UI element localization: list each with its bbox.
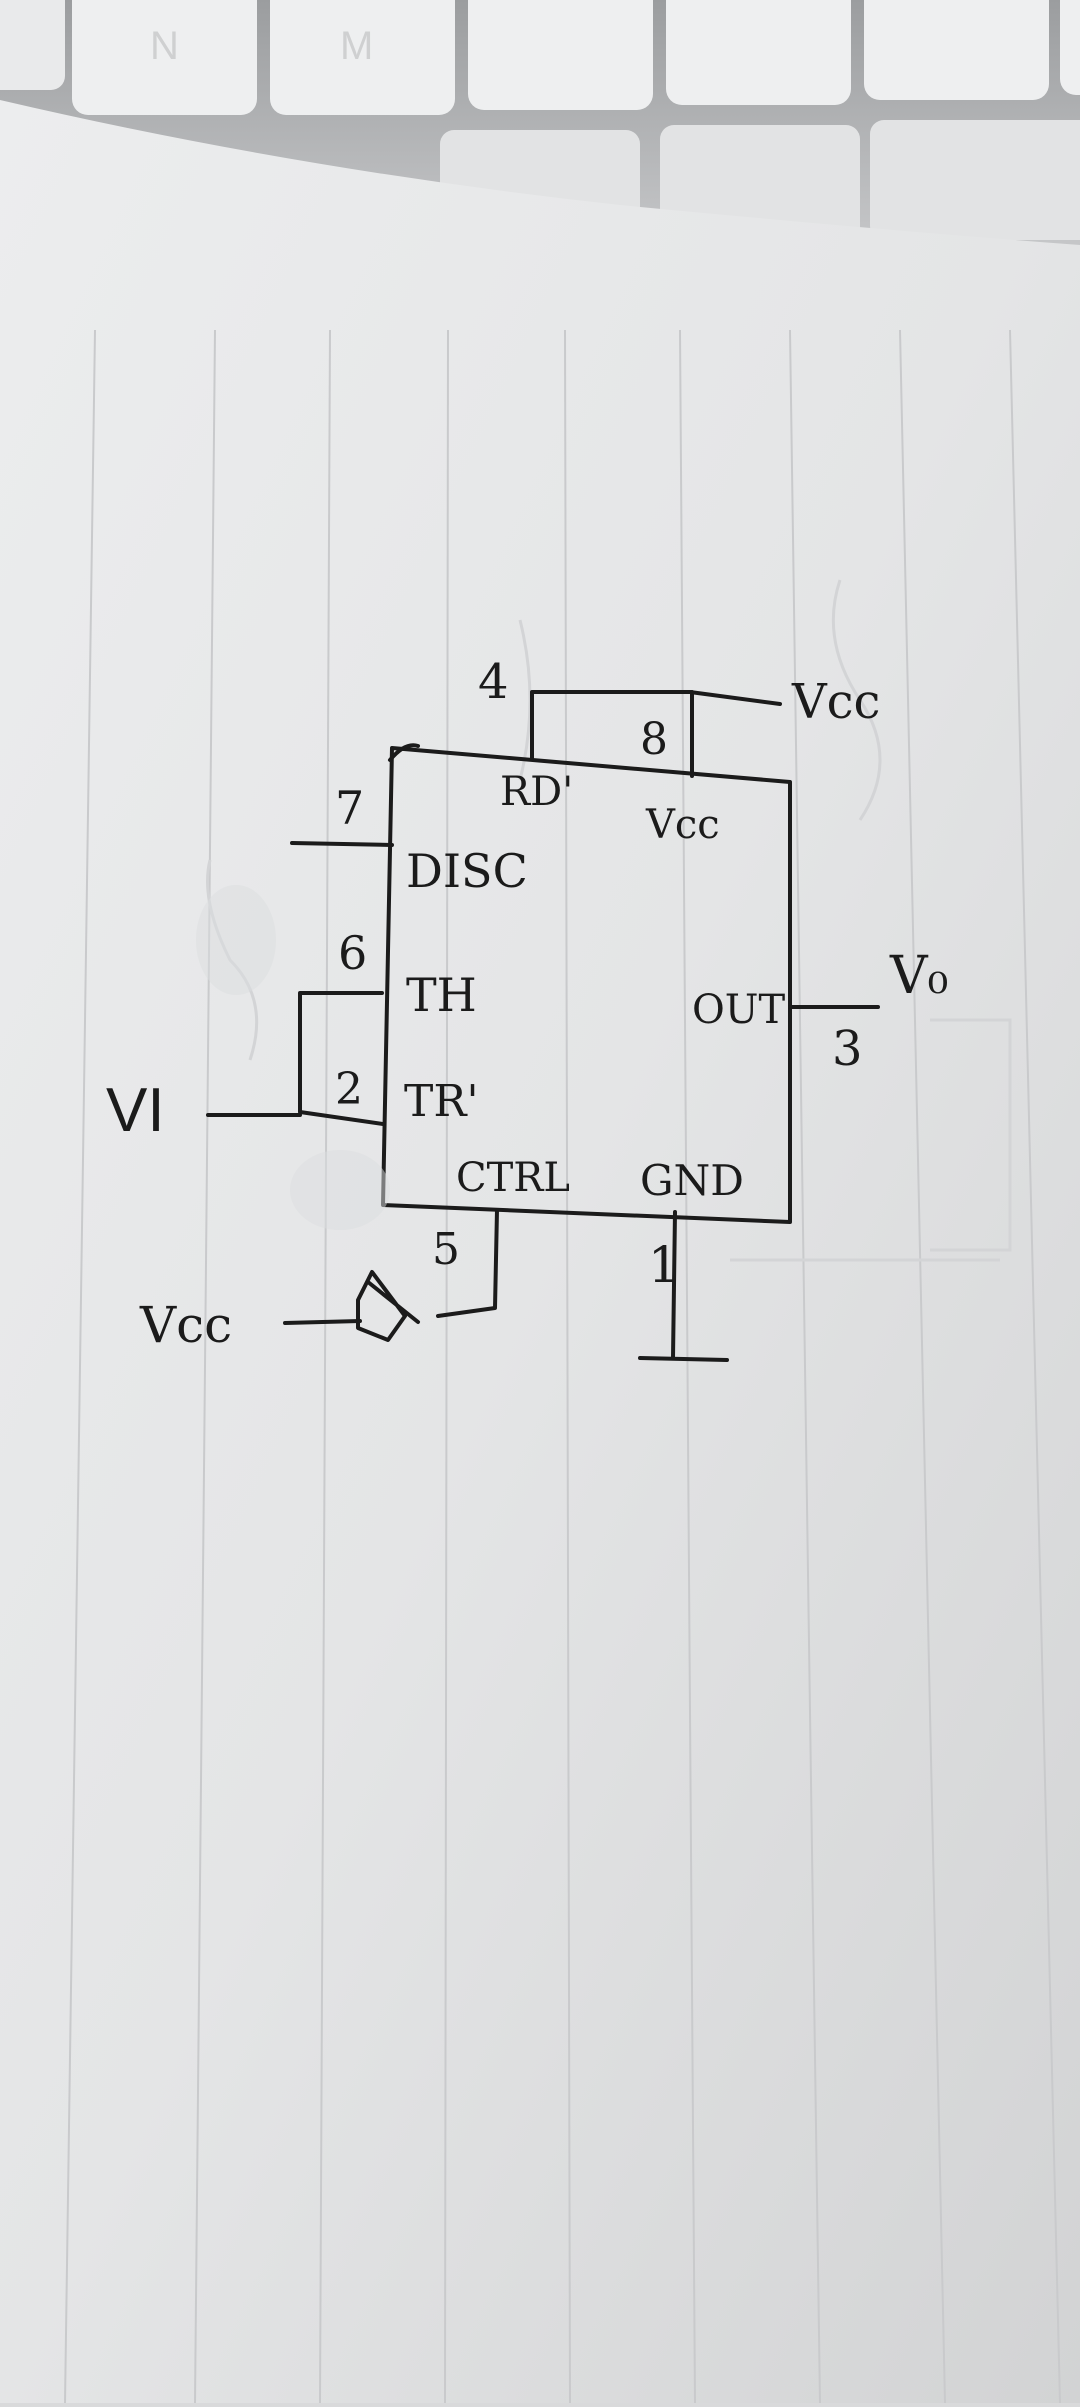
pin-number-3: 3 bbox=[832, 1021, 863, 1077]
keyboard-key bbox=[864, 0, 1049, 100]
wire-pin7 bbox=[290, 841, 394, 847]
keyboard-key-n bbox=[72, 0, 257, 115]
keyboard-key bbox=[666, 0, 851, 105]
pin-name-disc: DISC bbox=[406, 844, 528, 898]
key-label-m: M bbox=[340, 24, 374, 68]
pin-number-2: 2 bbox=[335, 1064, 363, 1115]
capacitor-symbol bbox=[356, 1270, 420, 1342]
paper-smudges bbox=[196, 885, 390, 1230]
ic-corner-tick bbox=[388, 743, 420, 762]
keyboard-key bbox=[0, 0, 65, 90]
signal-vcc-bottom: Vcc bbox=[140, 1296, 233, 1354]
ground-symbol bbox=[638, 1356, 729, 1362]
paper-sheet bbox=[0, 100, 1080, 2403]
signal-vo: V₀ bbox=[890, 946, 949, 1006]
pin-number-8: 8 bbox=[640, 714, 668, 765]
paper-bleed-through bbox=[206, 579, 1012, 1262]
signal-vi: VI bbox=[106, 1076, 165, 1145]
wire-pin4-pin8-vcc bbox=[530, 690, 782, 760]
paper-rule-lines bbox=[64, 329, 1061, 2404]
signal-vcc-top: Vcc bbox=[792, 674, 881, 730]
keyboard-key bbox=[870, 120, 1080, 240]
wire-vcc-ctrl bbox=[283, 1319, 362, 1325]
wire-pin5-ctrl bbox=[436, 1208, 499, 1318]
keyboard-key-m bbox=[270, 0, 455, 115]
timer-schematic bbox=[206, 690, 880, 1362]
pin-number-1: 1 bbox=[648, 1236, 680, 1294]
keyboard-key bbox=[468, 0, 653, 110]
pin-number-7: 7 bbox=[335, 781, 365, 835]
pin-name-tr: TR' bbox=[404, 1076, 479, 1127]
pin-number-4: 4 bbox=[478, 654, 509, 710]
pin-number-5: 5 bbox=[432, 1224, 460, 1275]
wire-pin1-gnd bbox=[671, 1210, 677, 1360]
pin-name-th: TH bbox=[406, 968, 477, 1022]
pin-name-vcc: Vcc bbox=[646, 802, 720, 848]
wire-th-tr-link bbox=[298, 991, 385, 1126]
pin-name-out: OUT bbox=[692, 987, 786, 1033]
pin-name-rd: RD' bbox=[500, 769, 574, 815]
pin-number-6: 6 bbox=[338, 926, 368, 980]
pin-name-gnd: GND bbox=[640, 1156, 744, 1205]
key-label-n: N bbox=[150, 24, 179, 68]
pin-name-ctrl: CTRL bbox=[456, 1155, 570, 1201]
keyboard-key bbox=[1060, 0, 1080, 95]
ic-body bbox=[381, 746, 792, 1224]
